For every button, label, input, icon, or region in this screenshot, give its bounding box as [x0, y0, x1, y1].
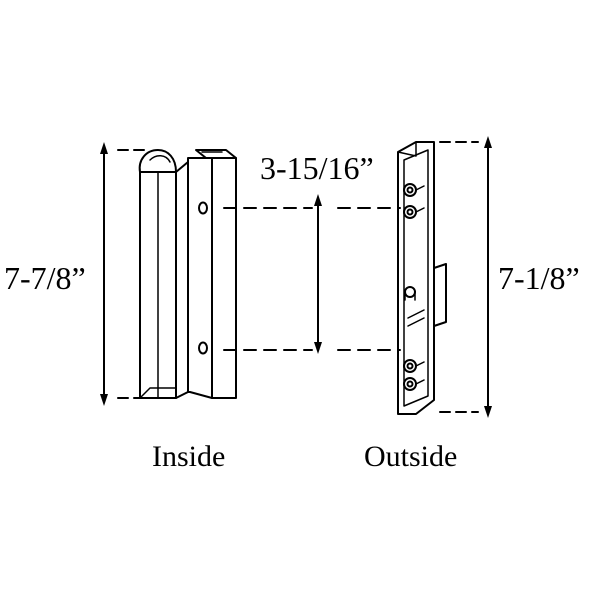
dimension-lines [103, 141, 489, 413]
inside-handle [138, 149, 237, 399]
inside-height-label: 7-7/8” [4, 260, 86, 296]
dimension-arrowheads [100, 136, 492, 418]
inside-caption: Inside [152, 440, 226, 473]
outside-handle [397, 141, 447, 415]
hole-spacing-label: 3-15/16” [260, 150, 374, 186]
outside-height-label: 7-1/8” [498, 260, 580, 296]
outside-caption: Outside [364, 440, 458, 473]
